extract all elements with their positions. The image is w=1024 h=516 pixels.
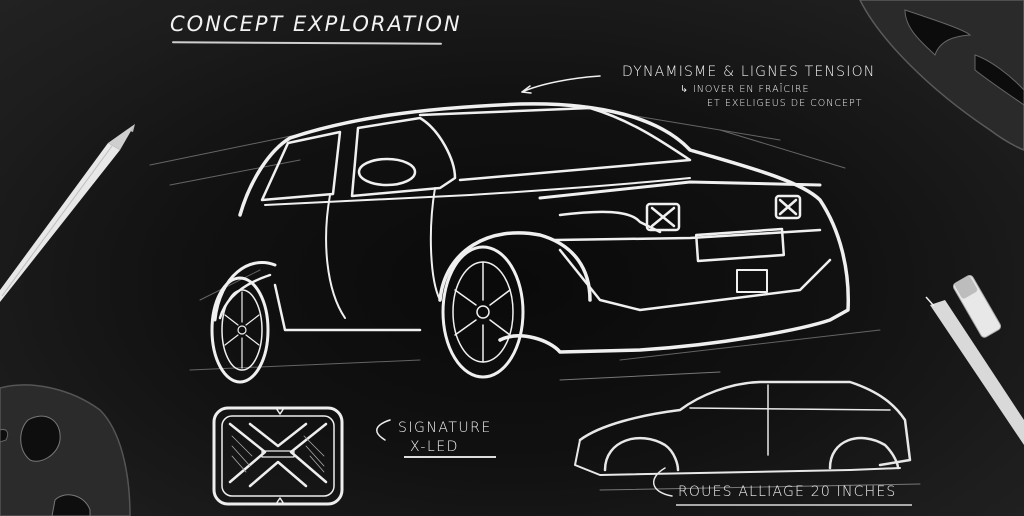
page-title: Concept Exploration: [170, 12, 462, 36]
annotation-signature-line1: Signature: [398, 420, 492, 436]
annotation-dynamism-line2: et exeligeus de concept: [707, 98, 863, 109]
annotation-signature-line2: X-LED: [410, 439, 459, 455]
signature-underline: [404, 456, 496, 458]
wheels-underline: [676, 504, 912, 506]
annotation-dynamism-line1: ↳ inover en fraîcire: [680, 84, 810, 95]
annotation-dynamism-heading: Dynamisme & Lignes Tension: [622, 64, 876, 80]
annotation-wheels: Roues alliage 20 inches: [678, 484, 897, 500]
